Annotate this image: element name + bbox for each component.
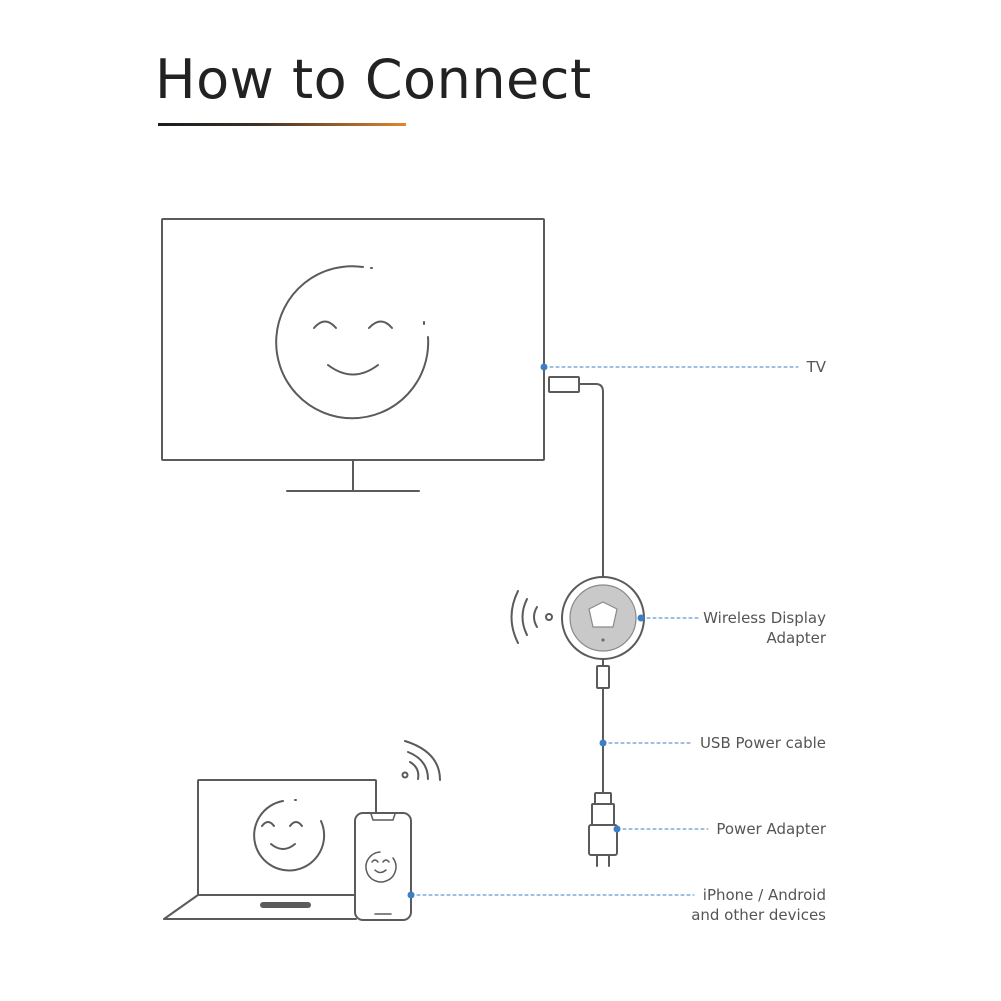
hdmi-plug-icon [548, 376, 604, 579]
leader-dots [407, 363, 645, 899]
phone-wifi-icon [401, 740, 441, 781]
tv-label: TV [806, 358, 826, 376]
power-adapter-icon [588, 824, 618, 867]
wifi-signal-icon [510, 590, 553, 644]
tv-icon [161, 218, 545, 492]
laptop-smiley-icon [253, 799, 326, 872]
leader-lines [410, 366, 799, 896]
phone-icon [354, 812, 412, 921]
laptop-icon [163, 779, 377, 920]
title-underline [158, 123, 406, 126]
devices-label: iPhone / Android and other devices [691, 886, 826, 924]
power-adapter-label: Power Adapter [716, 820, 826, 838]
usb-cable-label: USB Power cable [699, 734, 826, 752]
page-title: How to Connect [155, 48, 592, 111]
tv-smiley-icon [275, 265, 430, 420]
adapter-label: Wireless Display Adapter [703, 609, 826, 647]
wireless-adapter-icon [561, 576, 645, 660]
phone-smiley-icon [365, 851, 397, 883]
